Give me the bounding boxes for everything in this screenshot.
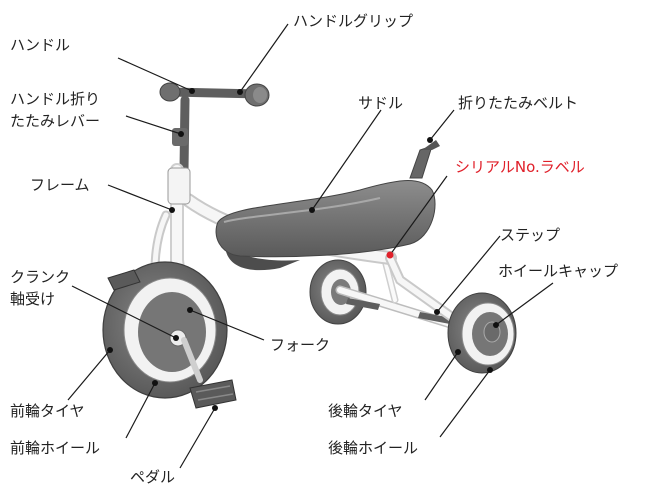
label-handle: ハンドル xyxy=(10,36,70,54)
fold-belt xyxy=(409,140,440,179)
label-fork: フォーク xyxy=(270,336,330,354)
label-pedal: ペダル xyxy=(130,468,175,486)
label-handle-fold-lever-1: ハンドル折り xyxy=(10,90,100,108)
label-fold-belt: 折りたたみベルト xyxy=(458,94,578,112)
leader-lines xyxy=(67,23,554,469)
label-saddle: サドル xyxy=(358,94,403,112)
label-rear-wheel: 後輪ホイール xyxy=(328,439,418,457)
label-front-tire: 前輪タイヤ xyxy=(10,402,85,420)
handlebar xyxy=(159,82,270,107)
saddle xyxy=(215,180,436,271)
label-handle-fold-lever-2: たたみレバー xyxy=(10,112,100,130)
label-crank-2: 軸受け xyxy=(10,290,55,308)
rear-right-wheel xyxy=(447,292,517,374)
label-serial-number: シリアルNo.ラベル xyxy=(455,158,585,176)
rear-frame xyxy=(181,193,475,335)
leader-dots xyxy=(107,88,499,411)
label-rear-tire: 後輪タイヤ xyxy=(328,402,403,420)
label-frame: フレーム xyxy=(30,176,90,194)
label-front-wheel: 前輪ホイール xyxy=(10,439,100,457)
label-handle-grip: ハンドルグリップ xyxy=(293,12,413,30)
part-labels: ハンドルグリップ ハンドル ハンドル折り たたみレバー サドル 折りたたみベルト… xyxy=(10,12,618,486)
pedals xyxy=(107,269,237,409)
label-crank-1: クランク xyxy=(10,268,70,286)
label-step: ステップ xyxy=(500,226,560,244)
label-wheel-cap: ホイールキャップ xyxy=(498,262,618,280)
